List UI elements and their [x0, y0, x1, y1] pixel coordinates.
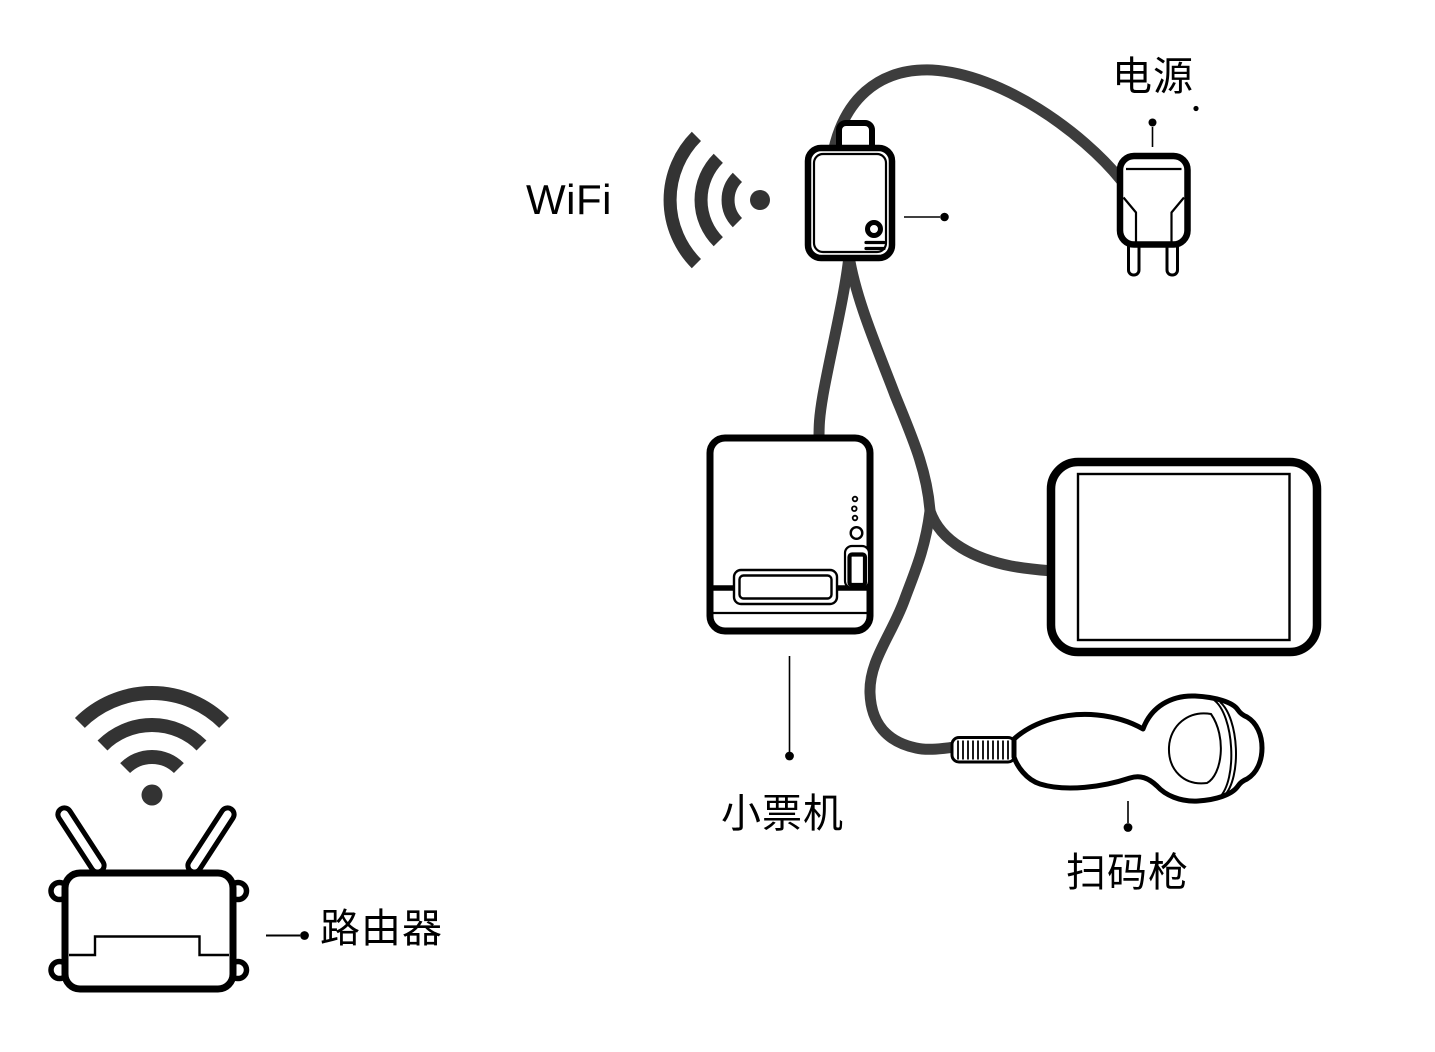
tablet-screen — [1076, 472, 1291, 642]
printer-power-button — [849, 526, 864, 541]
power-callout-dot — [1148, 118, 1157, 127]
barcode-scanner-label: 扫码枪 — [1066, 851, 1189, 895]
wifi-arc-small — [721, 172, 743, 228]
power-plug-figure — [1116, 105, 1199, 277]
router-wifi-arc-medium — [97, 718, 207, 751]
scanner-callout-dot — [1123, 823, 1133, 832]
scanner-window — [1167, 712, 1222, 785]
router-antenna-right — [185, 805, 237, 875]
printer-callout-dot — [785, 751, 794, 761]
wifi-arc-medium — [694, 153, 724, 247]
router-wifi-dot — [141, 784, 163, 806]
barcode-scanner-figure — [950, 693, 1265, 832]
printer-paper-slot — [732, 568, 839, 606]
scanner-body — [1011, 693, 1265, 804]
printer-led-1 — [851, 495, 859, 503]
receipt-printer-figure — [706, 434, 874, 761]
router-callout-dot — [300, 931, 309, 940]
scanner-head-seam-outer — [1219, 701, 1237, 797]
power-label-period-dot — [1193, 105, 1199, 112]
printer-led-2 — [851, 505, 858, 512]
plug-inner-right — [1170, 196, 1185, 242]
cable-adapter-to-power — [826, 64, 1127, 186]
wifi-dot — [750, 190, 770, 210]
router-wifi-arc-small — [120, 749, 184, 774]
wifi-arc-large — [663, 131, 702, 269]
cable-adapter-to-junction — [843, 250, 936, 517]
router-antenna-left — [55, 805, 107, 875]
cable-junction-to-tablet — [924, 505, 1059, 577]
printer-led-3 — [851, 514, 859, 522]
scanner-connector-ribs — [957, 740, 1009, 760]
tablet-figure — [1046, 457, 1322, 657]
cable-junction-to-scanner — [864, 505, 962, 755]
wifi-signal-icon — [663, 131, 770, 269]
router-body — [61, 869, 237, 993]
wifi-label: WiFi — [526, 176, 612, 223]
wifi-adapter-figure — [804, 120, 949, 262]
printer-paper-slot-inner — [738, 574, 833, 600]
receipt-printer-label: 小票机 — [721, 792, 844, 836]
cables — [813, 64, 1127, 755]
plug-inner-left — [1122, 196, 1138, 242]
router-label: 路由器 — [320, 907, 443, 951]
adapter-indicator-light — [865, 220, 883, 238]
adapter-callout-dot — [940, 212, 949, 222]
power-label: 电源 — [1112, 55, 1194, 99]
router-wifi-signal-icon — [74, 686, 230, 806]
printer-feed-button — [847, 552, 868, 588]
cable-adapter-to-printer — [813, 250, 855, 445]
router-figure — [48, 686, 309, 993]
router-wifi-arc-large — [74, 686, 230, 728]
scanner-head-seam-inner — [1213, 699, 1233, 799]
adapter-inner-panel — [812, 152, 888, 254]
router-front-step-line — [69, 935, 229, 957]
